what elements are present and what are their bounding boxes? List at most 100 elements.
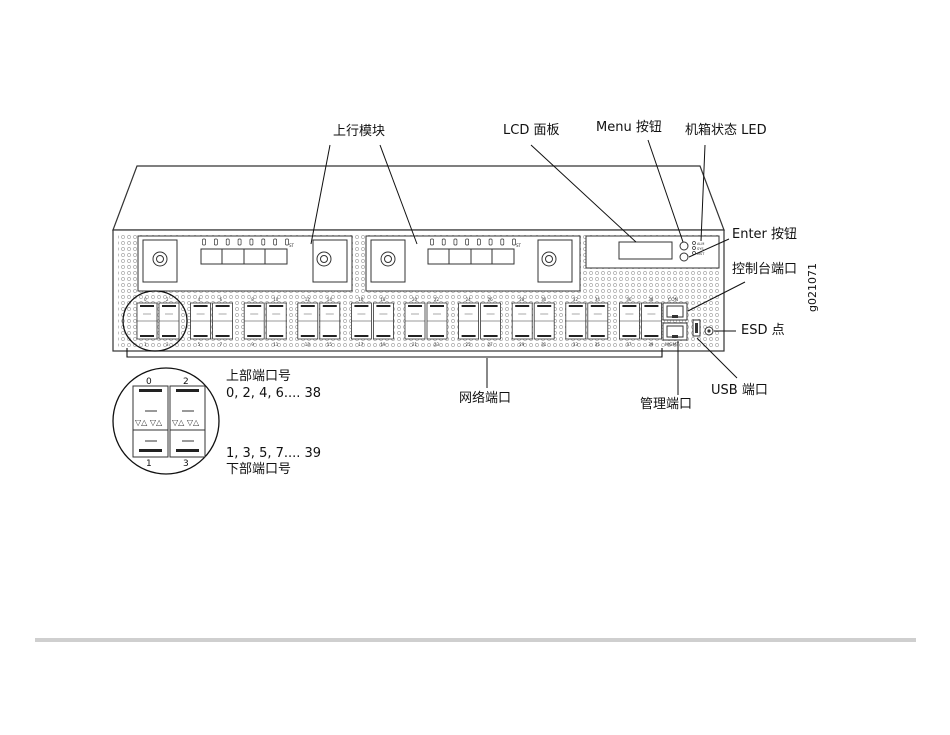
footer-rule [35,638,916,642]
module-led [226,239,229,245]
sfp-port[interactable] [481,303,501,339]
port-number-top: 14 [327,297,333,302]
enter-button[interactable] [680,253,688,261]
port-number-bottom: 27 [488,342,494,347]
label-bottom-ports-numbers: 1, 3, 5, 7.... 39 [226,446,321,462]
module-led [454,239,457,245]
led-label-alm: ALM [697,242,704,246]
port-inset: ▽△ ▽△ ▽△ ▽△ 0 2 1 3 [113,368,219,474]
inset-port-number-3: 3 [183,459,189,469]
label-bottom-ports-title: 下部端口号 [226,462,291,478]
sfp-port[interactable] [373,303,393,339]
sfp-port[interactable] [298,303,318,339]
port-number-bottom: 7 [220,342,223,347]
usb-port[interactable] [693,320,700,336]
port-number-bottom: 13 [305,342,311,347]
sfp-port[interactable] [534,303,554,339]
label-uplink-module: 上行模块 [333,124,385,140]
port-number-top: 12 [305,297,311,302]
port-number-bottom: 37 [626,342,632,347]
management-port[interactable] [663,323,687,340]
module-led [262,239,265,245]
inset-port-number-1: 1 [146,459,152,469]
mgmt-label: MGMT [665,342,679,348]
sfp-port[interactable] [213,303,233,339]
sfp-port[interactable] [405,303,425,339]
module-st-label: ST [516,243,522,248]
port-number-top: 20 [412,297,418,302]
sfp-port[interactable] [512,303,532,339]
port-number-top: 10 [273,297,279,302]
port-number-bottom: 23 [434,342,440,347]
inset-port-number-2: 2 [183,377,189,387]
port-number-bottom: 39 [648,342,654,347]
sfp-port[interactable] [137,303,157,339]
port-number-top: 34 [595,297,601,302]
figure-id: g021071 [806,263,819,312]
label-lcd-panel: LCD 面板 [503,123,559,139]
module-led [203,239,206,245]
module-led [238,239,241,245]
label-usb-port: USB 端口 [711,383,768,399]
port-number-top: 26 [488,297,494,302]
sfp-port[interactable] [320,303,340,339]
port-number-bottom: 21 [412,342,418,347]
sfp-port[interactable] [427,303,447,339]
port-number-bottom: 31 [541,342,547,347]
module-led [250,239,253,245]
module-led [442,239,445,245]
label-top-ports-title: 上部端口号 [226,369,291,385]
module-st-label: ST [289,243,295,248]
port-number-top: 6 [220,297,223,302]
sfp-port[interactable] [641,303,661,339]
port-number-bottom: 15 [327,342,333,347]
label-console-port: 控制台端口 [732,262,797,278]
label-management-port: 管理端口 [640,397,692,413]
console-port[interactable] [663,303,687,320]
esd-point [705,327,713,335]
sfp-port[interactable] [191,303,211,339]
port-number-top: 32 [573,297,579,302]
sfp-port[interactable] [159,303,179,339]
port-number-top: 18 [380,297,386,302]
label-network-ports: 网络端口 [459,391,511,407]
chassis-status-leds: ALM SYS MST [693,242,706,257]
port-number-top: 38 [648,297,654,302]
module-led [274,239,277,245]
port-number-bottom: 19 [380,342,386,347]
port-number-bottom: 33 [573,342,579,347]
port-number-bottom: 17 [358,342,364,347]
label-enter-button: Enter 按钮 [732,227,797,243]
port-number-top: 4 [198,297,201,302]
label-esd-point: ESD 点 [741,323,785,339]
module-led [501,239,504,245]
port-number-bottom: 25 [466,342,472,347]
uplink-module-2 [366,236,580,291]
con-label: CON [668,297,678,303]
port-number-bottom: 29 [519,342,525,347]
sfp-port[interactable] [619,303,639,339]
menu-button[interactable] [680,242,688,250]
module-led [466,239,469,245]
sfp-port[interactable] [566,303,586,339]
port-number-top: 22 [434,297,440,302]
svg-text:▽△ ▽△: ▽△ ▽△ [135,418,163,427]
port-number-bottom: 35 [595,342,601,347]
sfp-port[interactable] [459,303,479,339]
sfp-port[interactable] [266,303,286,339]
sfp-port[interactable] [351,303,371,339]
label-menu-button: Menu 按钮 [596,120,662,136]
label-top-ports-numbers: 0, 2, 4, 6.... 38 [226,386,321,402]
port-number-top: 24 [466,297,472,302]
module-led [431,239,434,245]
port-number-bottom: 11 [273,342,279,347]
port-number-bottom: 5 [198,342,201,347]
module-led [214,239,217,245]
label-chassis-status-led: 机箱状态 LED [685,123,767,139]
sfp-port[interactable] [588,303,608,339]
module-led [477,239,480,245]
svg-text:▽△ ▽△: ▽△ ▽△ [172,418,200,427]
sfp-port[interactable] [244,303,264,339]
port-number-top: 30 [541,297,547,302]
